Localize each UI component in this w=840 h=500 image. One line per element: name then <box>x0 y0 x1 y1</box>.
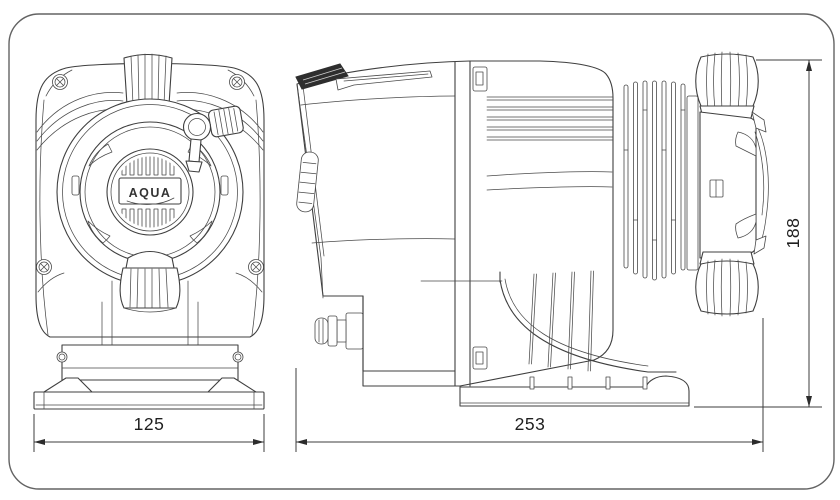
cooling-fins <box>623 80 699 281</box>
mounting-flange <box>686 95 699 271</box>
dimension-label-front-width: 125 <box>134 414 165 434</box>
head-wing-top <box>735 131 757 157</box>
front-base-plate <box>33 391 265 410</box>
dimension-label-height: 188 <box>783 218 803 249</box>
screw-foot-left <box>56 351 68 363</box>
screw-foot-right <box>232 351 244 363</box>
valve-nozzle <box>188 138 202 163</box>
brand-logo-medallion: AQUA <box>106 148 194 236</box>
crescent-cutout-se <box>189 220 213 244</box>
side-base-plate <box>459 375 690 407</box>
side-tab-right <box>220 175 229 196</box>
front-view-drawing: AQUA <box>33 53 265 410</box>
screw-top-left <box>52 74 68 90</box>
screw-top-right <box>229 74 245 90</box>
crescent-cutout-nw <box>88 143 113 167</box>
cable-gland <box>314 312 364 350</box>
dimension-side-length: 253 <box>295 318 764 452</box>
front-pump-head-face: AQUA <box>56 98 244 286</box>
front-screws <box>36 74 264 363</box>
side-knob-bottom <box>695 251 759 317</box>
logo-box <box>118 177 182 205</box>
arrowhead-right <box>752 439 763 445</box>
screw-bottom-left <box>36 259 52 275</box>
screw-bottom-right <box>248 259 264 275</box>
front-bottom-knob <box>119 250 181 313</box>
brand-logo-text: AQUA <box>129 186 172 200</box>
dimension-front-width: 125 <box>33 414 265 452</box>
front-pedestal-foot <box>33 280 265 410</box>
drawing-border-frame <box>8 13 835 490</box>
side-foot-structure <box>459 270 690 407</box>
side-clip-bottom <box>472 346 488 370</box>
side-valve-profile <box>296 151 319 213</box>
side-top-knob-edge <box>295 63 349 90</box>
support-ribs <box>528 270 594 372</box>
dimension-label-side-length: 253 <box>515 414 546 434</box>
side-view-drawing <box>295 51 769 407</box>
side-clip-top <box>472 66 488 92</box>
arrowhead-right <box>253 439 264 445</box>
arrowhead-top <box>806 60 812 71</box>
side-tab-left <box>71 175 80 196</box>
dimension-height: 188 <box>694 59 822 408</box>
side-pump-head <box>695 51 769 317</box>
valve-pivot <box>182 112 212 142</box>
crescent-cutout-sw <box>87 220 111 244</box>
motor-rib-lines <box>486 96 614 141</box>
arrowhead-left <box>296 439 307 445</box>
side-knob-top <box>695 51 759 119</box>
head-wing-bottom <box>735 213 757 239</box>
arrowhead-left <box>34 439 45 445</box>
bleed-valve-assembly <box>182 105 244 173</box>
arrowhead-bottom <box>806 396 812 407</box>
head-latch <box>709 179 724 198</box>
side-head-plate <box>699 111 769 259</box>
